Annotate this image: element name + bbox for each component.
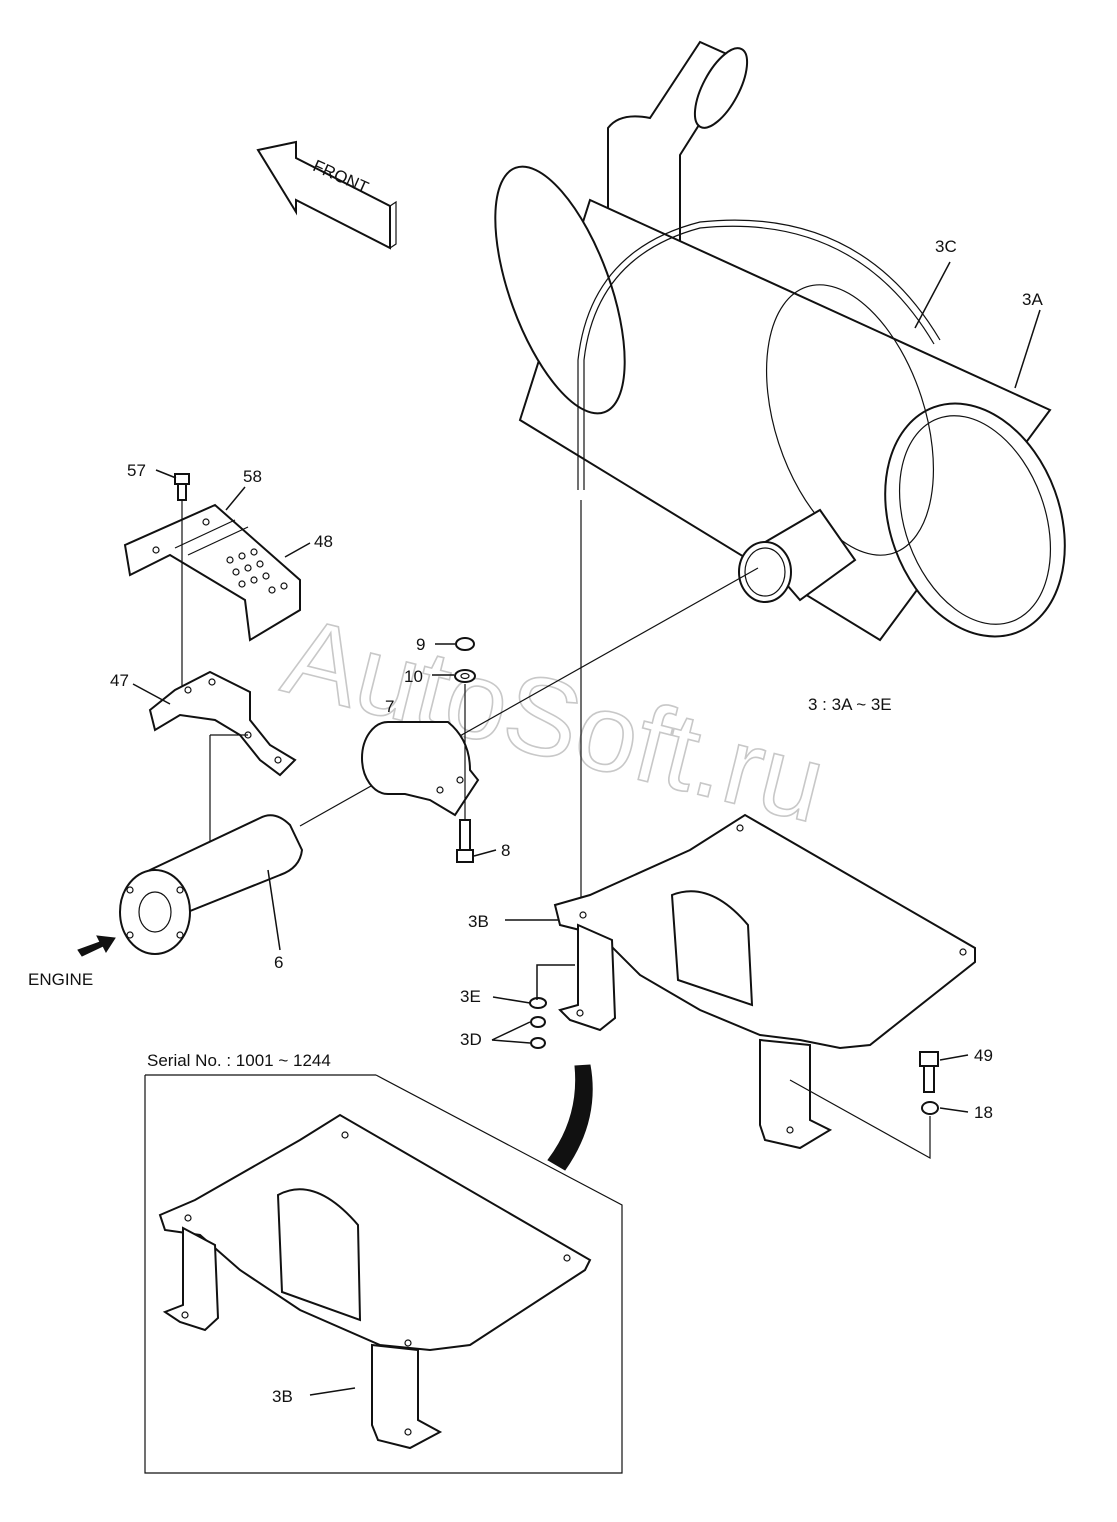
callout-3B-inset: 3B xyxy=(272,1387,293,1406)
muffler-assembly xyxy=(494,40,1066,642)
callout-6: 6 xyxy=(274,953,283,972)
callout-3E: 3E xyxy=(460,987,481,1006)
bolt-57 xyxy=(174,473,190,501)
clamp-7 xyxy=(361,721,480,817)
exhaust-pipe-6 xyxy=(119,814,304,955)
nut-3D-lower xyxy=(530,1037,546,1049)
callout-48: 48 xyxy=(314,532,333,551)
callout-47: 47 xyxy=(110,671,129,690)
engine-label: ENGINE xyxy=(28,970,93,989)
callout-57: 57 xyxy=(127,461,146,480)
callout-9: 9 xyxy=(416,635,425,654)
engine-arrow-icon xyxy=(77,935,116,957)
bracket-47 xyxy=(148,670,297,777)
nut-3D-upper xyxy=(530,1016,546,1028)
callout-3B: 3B xyxy=(468,912,489,931)
inset-pointer-arrow xyxy=(547,1064,593,1171)
washer-10 xyxy=(454,669,476,683)
bracket-3B xyxy=(553,813,976,1150)
serial-note: Serial No. : 1001 ~ 1244 xyxy=(147,1051,331,1070)
callout-3D: 3D xyxy=(460,1030,482,1049)
bolt-49 xyxy=(919,1051,939,1093)
bracket-3B-inset xyxy=(158,1113,592,1450)
callout-3A: 3A xyxy=(1022,290,1043,309)
leader-lines xyxy=(132,261,1041,1396)
callout-18: 18 xyxy=(974,1103,993,1122)
inset-box xyxy=(144,1074,623,1474)
nut-9 xyxy=(455,637,475,651)
callout-7: 7 xyxy=(385,697,394,716)
callout-49: 49 xyxy=(974,1046,993,1065)
range-note: 3 : 3A ~ 3E xyxy=(808,695,892,714)
washer-3E xyxy=(529,997,547,1009)
watermark: AutoSoft.ru xyxy=(273,594,837,846)
callout-58: 58 xyxy=(243,467,262,486)
guide-line-bracket-bolt xyxy=(789,1079,931,1160)
callout-3C: 3C xyxy=(935,237,957,256)
bolt-8 xyxy=(456,819,474,863)
callout-10: 10 xyxy=(404,667,423,686)
heat-guard-48 xyxy=(123,503,301,642)
callout-8: 8 xyxy=(501,841,510,860)
front-arrow: FRONT xyxy=(256,140,397,250)
washer-18 xyxy=(921,1101,939,1115)
